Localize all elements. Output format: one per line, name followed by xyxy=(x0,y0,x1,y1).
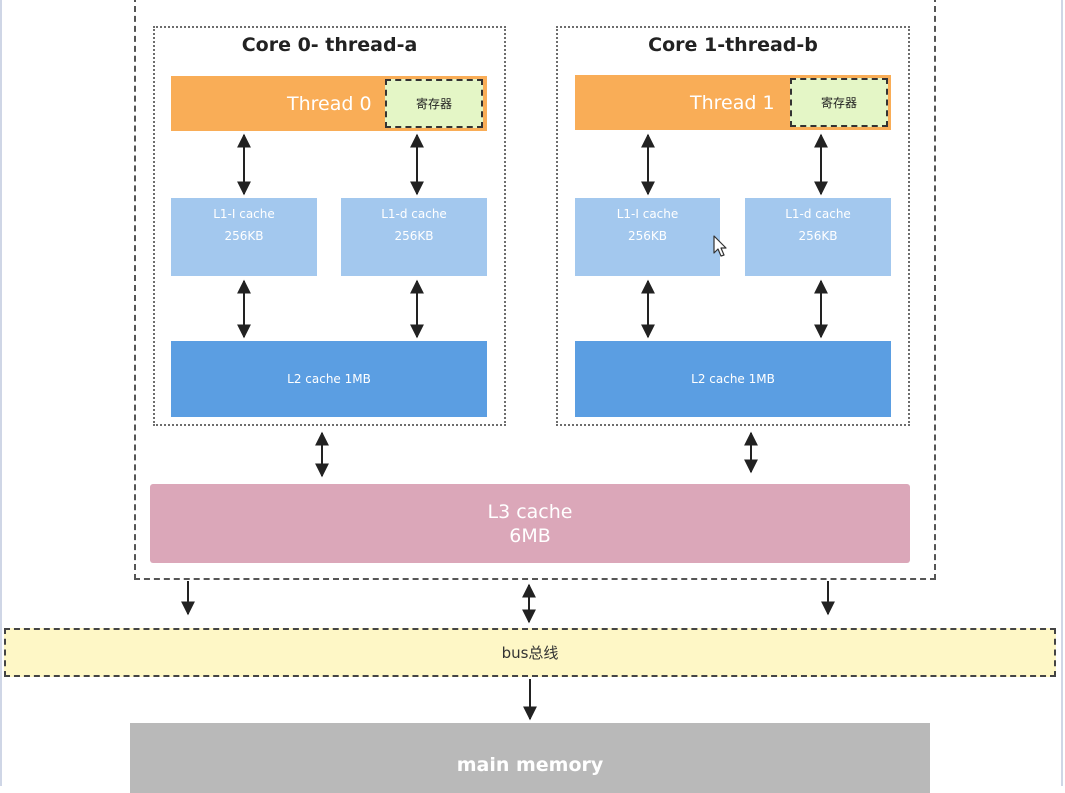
core-1-l1i-name: L1-I cache xyxy=(616,207,679,221)
core-1-register: 寄存器 xyxy=(790,78,888,127)
core-0-frame: Core 0- thread-a xyxy=(153,26,506,426)
core-0-l1-instruction-cache: L1-I cache 256KB xyxy=(171,198,317,276)
main-memory: main memory xyxy=(130,723,930,793)
l3-cache-name: L3 cache xyxy=(487,500,573,523)
core-0-title: Core 0- thread-a xyxy=(241,34,418,56)
core-1-l1-instruction-cache: L1-I cache 256KB xyxy=(575,198,720,276)
system-bus: bus总线 xyxy=(4,628,1056,677)
right-page-edge xyxy=(1061,0,1063,786)
core-1-frame: Core 1-thread-b xyxy=(556,26,910,426)
core-0-thread-label: Thread 0 xyxy=(287,92,372,115)
core-0-l1i-size: 256KB xyxy=(224,229,264,243)
mouse-cursor-icon xyxy=(713,235,727,257)
core-0-l1i-name: L1-I cache xyxy=(213,207,275,221)
core-1-l1d-name: L1-d cache xyxy=(785,207,851,221)
core-1-title: Core 1-thread-b xyxy=(648,34,818,56)
l3-cache-size: 6MB xyxy=(509,524,551,547)
l3-cache: L3 cache 6MB xyxy=(150,484,910,563)
core-0-l1d-name: L1-d cache xyxy=(381,207,447,221)
core-0-l1d-size: 256KB xyxy=(394,229,434,243)
core-0-thread-bar: Thread 0 寄存器 xyxy=(171,76,487,131)
core-0-register: 寄存器 xyxy=(385,79,483,128)
cpu-package-frame xyxy=(134,0,936,580)
core-1-l1d-size: 256KB xyxy=(798,229,838,243)
core-1-l2-cache: L2 cache 1MB xyxy=(575,341,891,417)
core-1-l1-data-cache: L1-d cache 256KB xyxy=(745,198,891,276)
core-1-thread-bar: Thread 1 寄存器 xyxy=(575,75,891,130)
core-1-thread-label: Thread 1 xyxy=(690,91,775,114)
core-1-l1i-size: 256KB xyxy=(627,229,667,243)
left-page-edge xyxy=(0,0,2,786)
core-0-l2-cache: L2 cache 1MB xyxy=(171,341,487,417)
core-0-l1-data-cache: L1-d cache 256KB xyxy=(341,198,487,276)
